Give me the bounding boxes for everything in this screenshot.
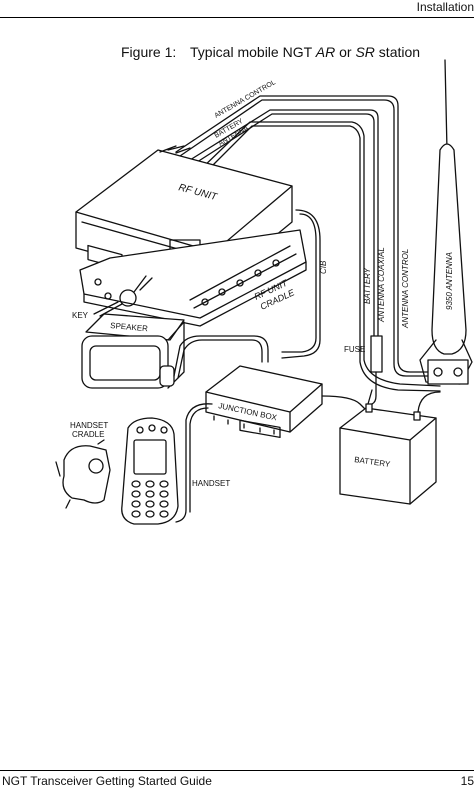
header-rule: [0, 17, 474, 18]
footer-rule: [0, 770, 474, 771]
label-antenna-control: ANTENNA CONTROL: [401, 249, 410, 329]
label-antenna-coaxial: ANTENNA COAXIAL: [377, 247, 386, 323]
label-9350-antenna: 9350 ANTENNA: [445, 252, 454, 310]
label-key: KEY: [72, 311, 89, 320]
handset-cradle: [55, 439, 111, 509]
cable-junction-battery: [321, 395, 369, 413]
antenna: [419, 59, 473, 385]
label-handset-cradle-2: CRADLE: [72, 430, 104, 439]
label-fuse: FUSE: [344, 345, 365, 354]
speaker: [81, 313, 185, 389]
cable-battery: [189, 109, 379, 339]
cable-speaker: [173, 335, 269, 379]
rf-unit-cradle: [79, 229, 307, 327]
cable-antenna-control: [175, 95, 441, 377]
battery: [339, 389, 441, 505]
label-handset: HANDSET: [192, 479, 230, 488]
key-leader: [93, 301, 119, 315]
junction-box: [205, 365, 323, 439]
figure-number: Figure 1:: [121, 44, 177, 60]
cable-cib: [281, 209, 321, 359]
label-battery-cable: BATTERY: [363, 267, 372, 304]
header-section-title: Installation: [416, 0, 474, 14]
figure-title: Typical mobile NGT AR or SR station: [190, 44, 421, 60]
cable-handset: [175, 403, 213, 523]
cable-antenna: [199, 121, 441, 392]
footer-guide-title: NGT Transceiver Getting Started Guide: [2, 774, 212, 788]
fuse: [370, 335, 383, 405]
label-handset-cradle-1: HANDSET: [70, 421, 108, 430]
label-battery-box: BATTERY: [354, 455, 392, 469]
label-speaker: SPEAKER: [110, 321, 149, 333]
handset: [121, 417, 179, 525]
footer-page-number: 15: [460, 774, 474, 788]
label-cib: CIB: [319, 260, 328, 274]
